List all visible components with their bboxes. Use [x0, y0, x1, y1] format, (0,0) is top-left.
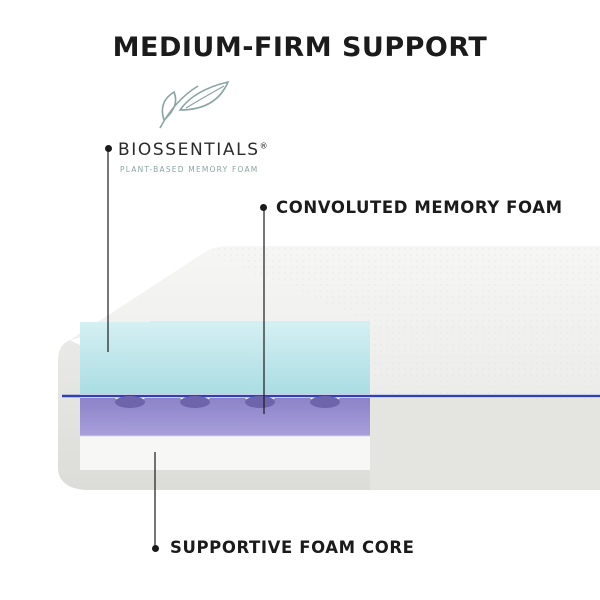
convolution-dimple — [310, 396, 340, 408]
brand-tagline: PLANT-BASED MEMORY FOAM — [120, 165, 259, 174]
leaf-icon — [159, 80, 230, 129]
convolution-dimple — [245, 396, 275, 408]
layer-top-foam — [80, 322, 370, 394]
callout-convoluted-memory-foam: CONVOLUTED MEMORY FOAM — [276, 198, 563, 217]
convolution-dimple — [180, 396, 210, 408]
callout-supportive-foam-core: SUPPORTIVE FOAM CORE — [170, 538, 415, 557]
convolution-dimple — [115, 396, 145, 408]
brand-name-text: BIOSSENTIALS — [118, 140, 260, 160]
callout-dot-core — [152, 545, 159, 552]
callout-dot-biossentials — [105, 145, 112, 152]
layer-foam-core — [80, 436, 370, 470]
brand-name: BIOSSENTIALS® — [118, 140, 268, 160]
layer-convoluted-foam — [80, 398, 370, 436]
mattress-side-panel — [370, 398, 600, 490]
page-title: MEDIUM-FIRM SUPPORT — [112, 32, 488, 63]
callout-dot-convoluted — [260, 204, 267, 211]
registered-mark: ® — [259, 141, 268, 151]
